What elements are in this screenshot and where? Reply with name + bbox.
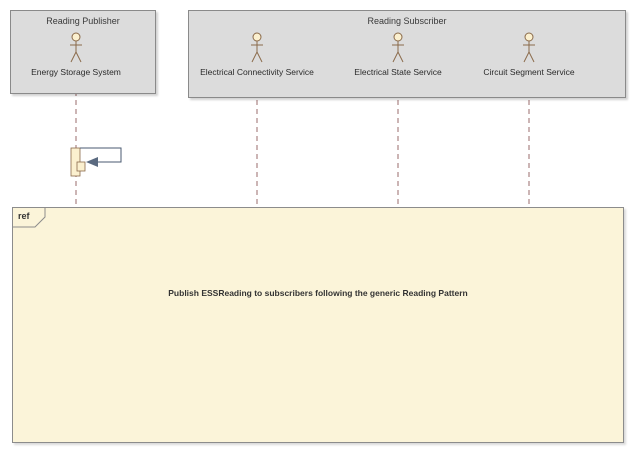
actor-stick-figure-icon <box>523 32 535 63</box>
actor-stick-figure-icon <box>392 32 404 63</box>
reading-publisher-group[interactable]: Reading Publisher <box>10 10 156 94</box>
actor-label: Circuit Segment Service <box>483 67 575 77</box>
actor-electrical-connectivity-service[interactable]: Electrical Connectivity Service <box>177 32 337 77</box>
self-message-line <box>80 147 122 163</box>
ref-tag-pentagon <box>13 208 46 228</box>
ref-interaction-frame[interactable]: ref Publish ESSReading to subscribers fo… <box>12 207 624 443</box>
actor-label: Electrical State Service <box>354 67 442 77</box>
actor-circuit-segment-service[interactable]: Circuit Segment Service <box>449 32 609 77</box>
actor-energy-storage-system[interactable]: Energy Storage System <box>0 32 156 77</box>
actor-label: Energy Storage System <box>31 67 121 77</box>
ref-frame-text: Publish ESSReading to subscribers follow… <box>168 288 468 298</box>
actor-electrical-state-service[interactable]: Electrical State Service <box>318 32 478 77</box>
actor-stick-figure-icon <box>70 32 82 63</box>
nested-activation-bar <box>76 161 86 172</box>
reading-publisher-title: Reading Publisher <box>46 16 120 26</box>
actor-stick-figure-icon <box>251 32 263 63</box>
reading-subscriber-title: Reading Subscriber <box>367 16 447 26</box>
reading-subscriber-group[interactable]: Reading Subscriber <box>188 10 626 98</box>
actor-label: Electrical Connectivity Service <box>200 67 314 77</box>
self-message-arrowhead <box>86 157 98 167</box>
ref-tag-label: ref <box>18 211 30 221</box>
